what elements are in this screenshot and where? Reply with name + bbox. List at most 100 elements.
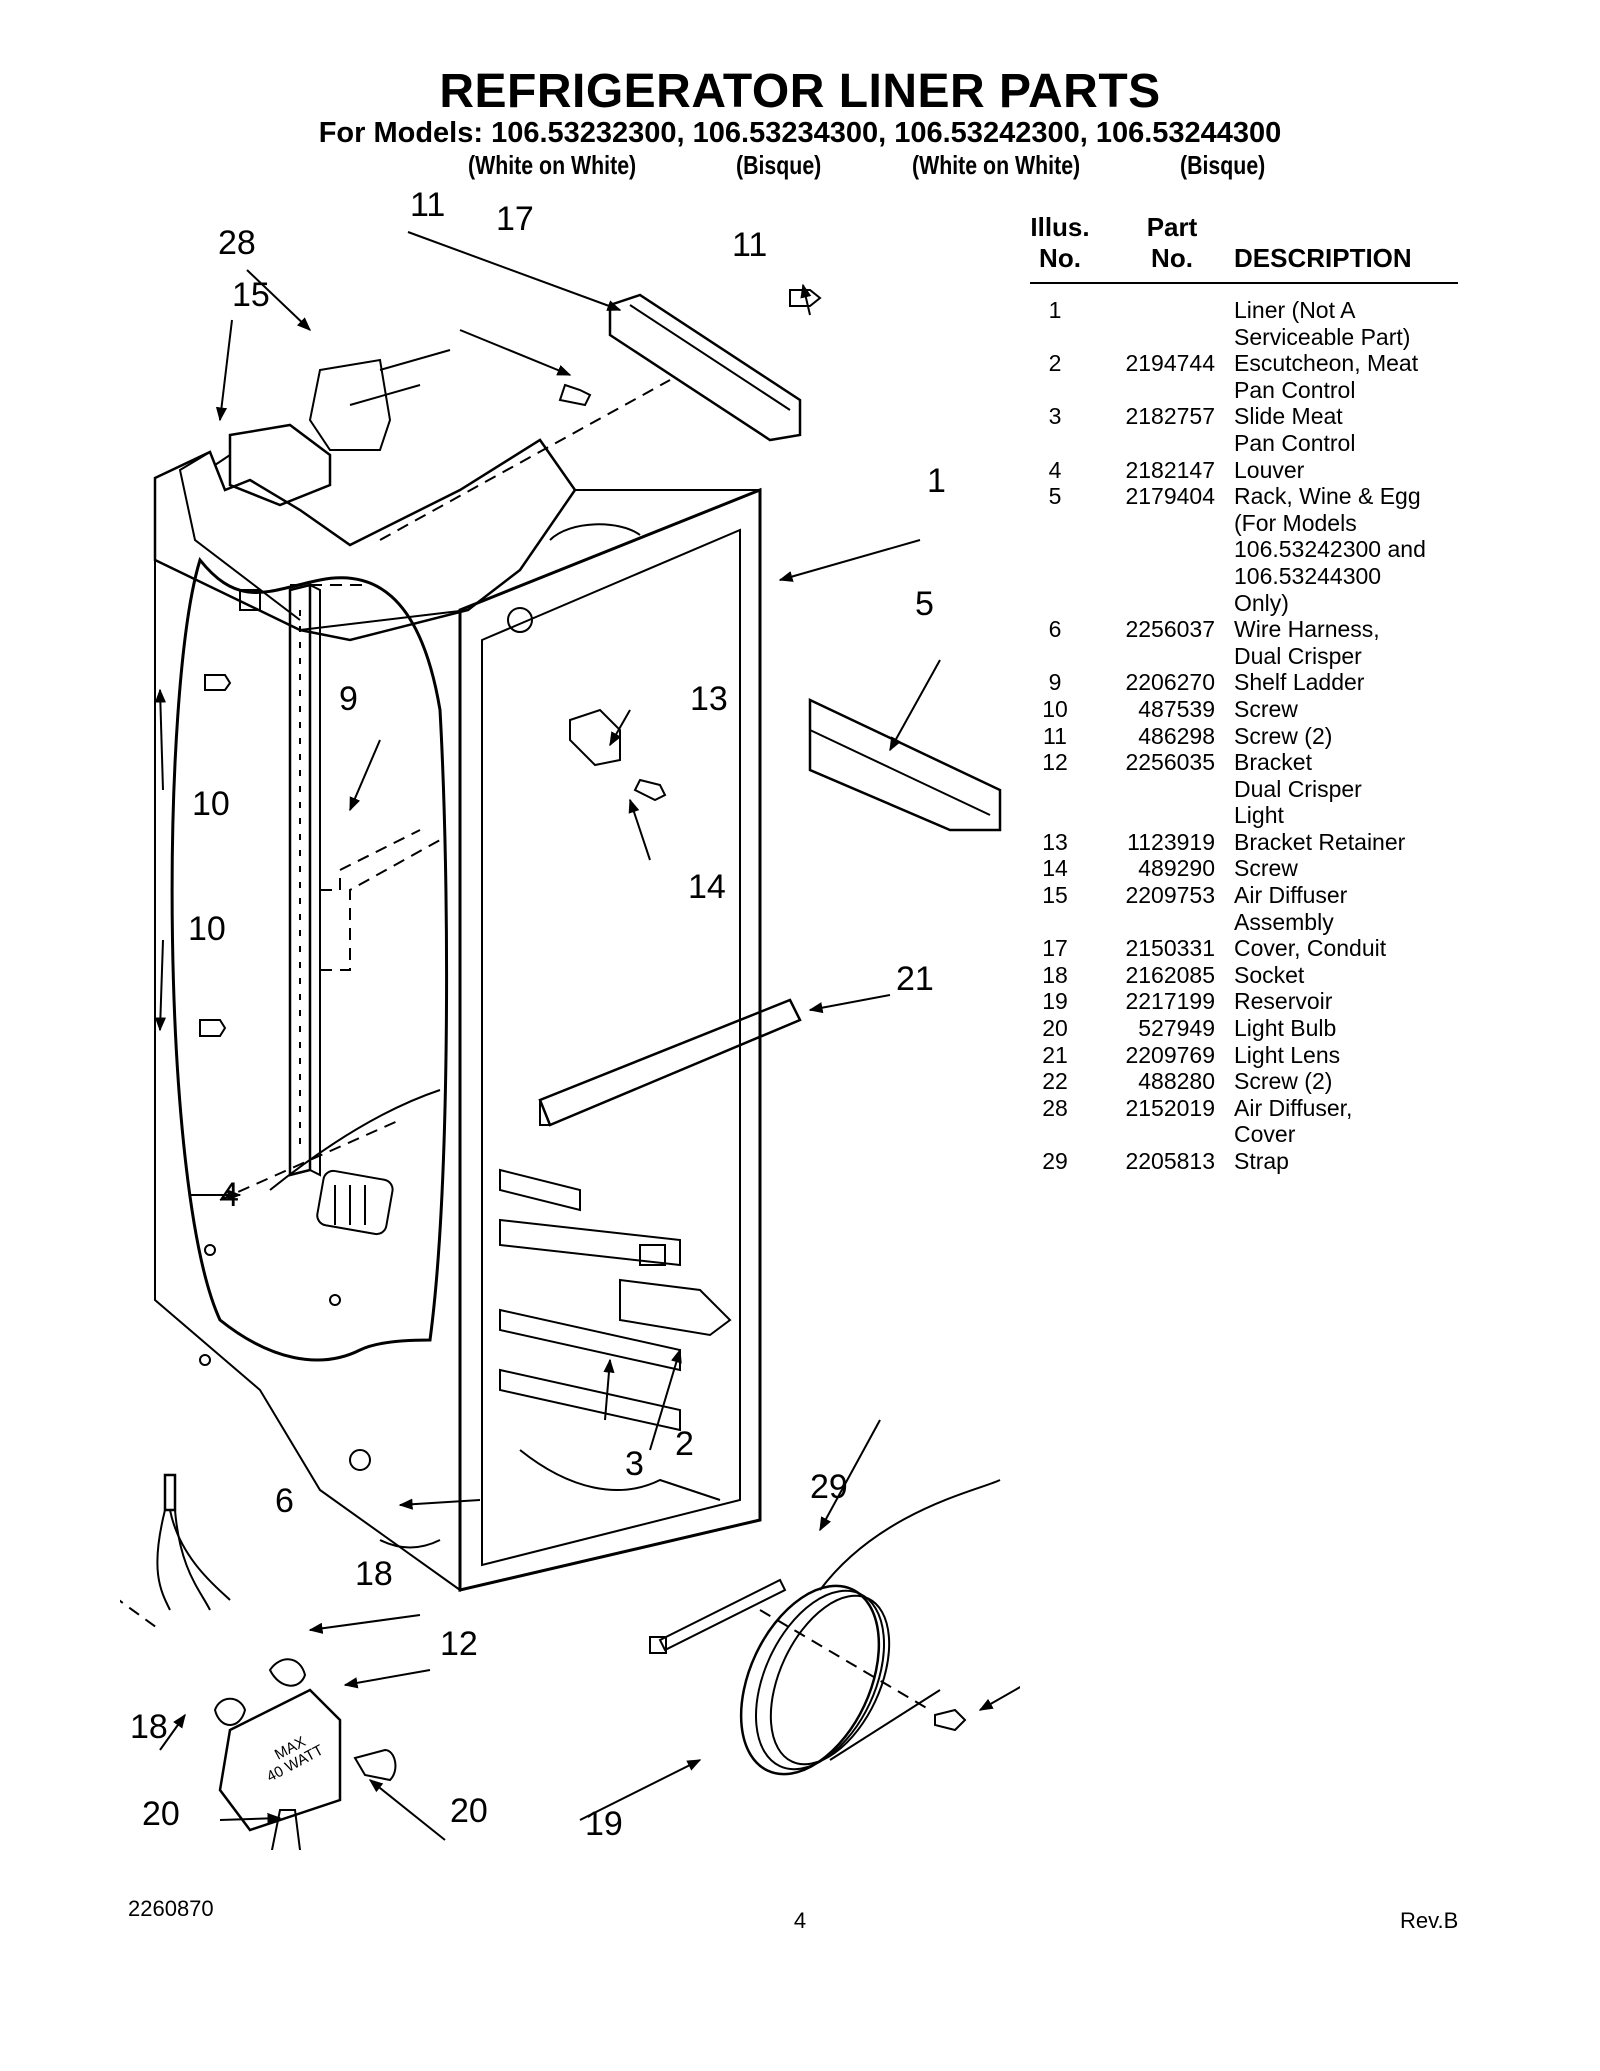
part-number: 2194744 bbox=[1125, 350, 1215, 377]
illus-number: 28 bbox=[1042, 1094, 1068, 1121]
part-number: 487539 bbox=[1138, 695, 1215, 722]
part-description: Cover, Conduit bbox=[1234, 935, 1387, 962]
illus-number: 17 bbox=[1042, 935, 1068, 962]
callout-11-right: 11 bbox=[732, 226, 767, 264]
screw-10a bbox=[204, 674, 232, 691]
screw-11a bbox=[558, 383, 592, 407]
illus-number: 15 bbox=[1042, 882, 1068, 909]
callout-10-lower: 10 bbox=[188, 910, 226, 948]
exploded-parts-diagram: MAX 40 WATT bbox=[104, 186, 1121, 1872]
callout-20-right: 20 bbox=[450, 1792, 488, 1830]
part-number: 2182757 bbox=[1125, 403, 1215, 430]
callout-14: 14 bbox=[688, 868, 726, 906]
illus-number: 21 bbox=[1042, 1041, 1068, 1068]
part-description: Light Bulb bbox=[1234, 1015, 1337, 1042]
part-number: 2162085 bbox=[1125, 961, 1215, 988]
finish-label-2: (Bisque) bbox=[736, 150, 822, 180]
header-part-line2: No. bbox=[1151, 243, 1193, 273]
callout-1: 1 bbox=[927, 462, 946, 500]
part-description: Shelf Ladder bbox=[1234, 669, 1365, 696]
louver bbox=[316, 1169, 394, 1236]
light-lens bbox=[538, 998, 802, 1127]
parts-row: 2 2194744 Escutcheon, Meat Pan Control bbox=[1030, 350, 1460, 403]
part-number: 527949 bbox=[1138, 1015, 1215, 1042]
part-number: 2217199 bbox=[1125, 988, 1215, 1015]
callout-20-left: 20 bbox=[142, 1795, 180, 1833]
screw-22 bbox=[934, 1708, 967, 1732]
light-bulb-20b bbox=[353, 1748, 397, 1782]
callout-12: 12 bbox=[440, 1625, 478, 1663]
callout-18-lower: 18 bbox=[130, 1708, 168, 1746]
part-description: Bracket Dual Crisper Light bbox=[1234, 749, 1362, 829]
assembly-guide-lines bbox=[104, 379, 931, 1711]
finish-label-1: (White on White) bbox=[468, 150, 637, 180]
page-number: 4 bbox=[793, 1908, 807, 1933]
finish-label-3: (White on White) bbox=[912, 150, 1081, 180]
illus-number: 14 bbox=[1042, 855, 1068, 882]
socket-18b bbox=[213, 1697, 247, 1726]
part-description: Light Lens bbox=[1234, 1041, 1341, 1068]
illus-number: 22 bbox=[1042, 1068, 1068, 1095]
parts-row: 12 2256035 Bracket Dual Crisper Light bbox=[1030, 749, 1460, 829]
part-description: Slide Meat Pan Control bbox=[1234, 403, 1356, 456]
bracket-retainer bbox=[569, 708, 621, 767]
conduit-cover bbox=[608, 293, 802, 442]
parts-row: 13 1123919 Bracket Retainer bbox=[1030, 829, 1460, 856]
parts-table-header: Illus. No. Part No. DESCRIPTION bbox=[1030, 212, 1458, 284]
part-description: Bracket Retainer bbox=[1234, 828, 1406, 855]
callout-28: 28 bbox=[218, 224, 256, 262]
parts-row: 21 2209769 Light Lens bbox=[1030, 1042, 1460, 1069]
illus-number: 13 bbox=[1042, 828, 1068, 855]
reservoir-19 bbox=[739, 1479, 1001, 1776]
illus-number: 2 bbox=[1048, 350, 1062, 377]
part-description: Louver bbox=[1234, 456, 1305, 483]
callout-10-upper: 10 bbox=[192, 785, 230, 823]
illus-number: 19 bbox=[1042, 988, 1068, 1015]
callout-2: 2 bbox=[675, 1425, 694, 1463]
screw-14 bbox=[633, 778, 667, 802]
header-illus-line1: Illus. bbox=[1030, 212, 1090, 242]
part-description: Socket bbox=[1234, 961, 1305, 988]
part-number: 1123919 bbox=[1127, 828, 1215, 855]
illus-number: 29 bbox=[1042, 1148, 1068, 1174]
socket-18a bbox=[268, 1658, 307, 1687]
illus-number: 5 bbox=[1048, 483, 1062, 510]
illus-number: 1 bbox=[1048, 297, 1062, 323]
part-number: 2209753 bbox=[1125, 882, 1215, 909]
header-part-line1: Part bbox=[1146, 212, 1198, 242]
illus-number: 11 bbox=[1043, 722, 1067, 749]
part-number: 2256035 bbox=[1125, 749, 1215, 776]
illus-number: 18 bbox=[1042, 961, 1068, 988]
part-number: 2205813 bbox=[1125, 1148, 1215, 1174]
part-number: 489290 bbox=[1138, 855, 1215, 882]
header-description: DESCRIPTION bbox=[1234, 243, 1412, 273]
part-number: 2209769 bbox=[1125, 1041, 1215, 1068]
callout-3: 3 bbox=[625, 1445, 644, 1483]
callout-11-left: 11 bbox=[410, 190, 445, 224]
shelf-ladder bbox=[288, 583, 321, 1177]
revision-label: Rev.B bbox=[1400, 1908, 1459, 1933]
models-subtitle: For Models: 106.53232300, 106.53234300, … bbox=[318, 117, 1282, 149]
part-number: 488280 bbox=[1138, 1068, 1215, 1095]
part-number: 2152019 bbox=[1125, 1094, 1215, 1121]
header-illus-line2: No. bbox=[1039, 243, 1081, 273]
callout-5: 5 bbox=[915, 585, 934, 623]
callout-19: 19 bbox=[585, 1805, 623, 1843]
page-title: REFRIGERATOR LINER PARTS bbox=[439, 65, 1161, 118]
illus-number: 12 bbox=[1042, 749, 1068, 776]
part-number: 2182147 bbox=[1125, 456, 1215, 483]
callout-9: 9 bbox=[339, 680, 358, 718]
part-description: Escutcheon, Meat Pan Control bbox=[1234, 350, 1419, 403]
